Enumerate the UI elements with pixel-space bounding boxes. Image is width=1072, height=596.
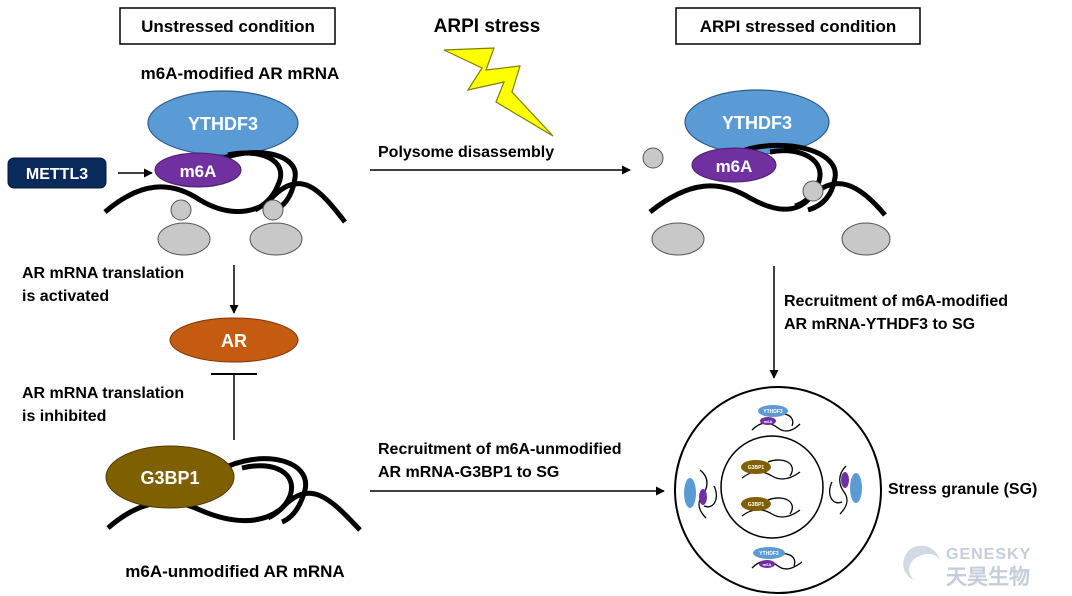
m6a-modification — [691, 147, 777, 183]
m6a-modification — [841, 472, 849, 488]
ribosome-large-subunit — [249, 222, 303, 256]
watermark-brand-en: GENESKY — [946, 546, 1031, 563]
mettl3-box: METTL3 — [7, 157, 107, 189]
ythdf3-protein — [684, 478, 696, 508]
mini-g3bp1-complex-upper: G3BP1 — [741, 459, 801, 480]
mini-ythdf3-complex-top: YTHDF3 m6A — [751, 405, 801, 432]
translation-inhibited-line2: is inhibited — [22, 408, 106, 425]
ythdf3-protein — [147, 90, 299, 156]
translation-inhibition-bar — [211, 373, 257, 440]
genesky-watermark: GENESKY 天昊生物 — [903, 545, 1031, 589]
g3bp1-label: G3BP1 — [748, 465, 765, 471]
watermark-brand-cn: 天昊生物 — [946, 565, 1030, 589]
ythdf3-protein — [753, 547, 785, 559]
genesky-logo-icon — [903, 545, 940, 580]
mrna-strand — [103, 181, 347, 224]
ythdf3-label: YTHDF3 — [722, 113, 792, 133]
ythdf3-protein — [758, 405, 788, 417]
mini-g3bp1-complex-lower: G3BP1 — [741, 497, 801, 518]
stressed-condition-header: ARPI stressed condition — [675, 7, 921, 45]
mettl3-label: METTL3 — [26, 166, 88, 183]
translation-activated-line2: is activated — [22, 288, 109, 305]
g3bp1-protein — [741, 497, 771, 511]
m6a-label: m6A — [764, 419, 773, 424]
recruit-unmodified-label-line1: Recruitment of m6A-unmodified — [378, 441, 622, 458]
ar-label: AR — [221, 331, 247, 351]
m6a-label: m6A — [716, 157, 753, 176]
mini-ythdf3-complex-left — [684, 469, 718, 519]
unmodified-mrna-complex: G3BP1 — [105, 445, 362, 532]
recruit-unmodified-label-line2: AR mRNA-G3BP1 to SG — [378, 464, 559, 481]
mrna-loop — [218, 456, 309, 525]
ribosome-small-subunit — [262, 199, 284, 221]
m6a-label: m6A — [180, 162, 217, 181]
g3bp1-protein — [105, 445, 235, 509]
stressed-condition-label: ARPI stressed condition — [700, 17, 896, 36]
ythdf3-protein — [850, 473, 862, 503]
recruit-modified-label-line2: AR mRNA-YTHDF3 to SG — [784, 316, 975, 333]
modified-mrna-complex-stressed: YTHDF3 m6A — [642, 89, 891, 256]
m6a-modification — [154, 152, 242, 188]
translation-inhibited-line1: AR mRNA translation — [22, 385, 184, 402]
g3bp1-label: G3BP1 — [140, 468, 199, 488]
ythdf3-label: YTHDF3 — [759, 551, 779, 557]
m6a-unmodified-mrna-label: m6A-unmodified AR mRNA — [125, 562, 344, 581]
m6a-modification — [699, 489, 707, 505]
ribosome-large-subunit — [157, 222, 211, 256]
unstressed-condition-header: Unstressed condition — [119, 7, 336, 45]
mrna-strand — [648, 181, 887, 217]
mini-ythdf3-complex-right — [828, 465, 862, 515]
ribosome-small-subunit — [170, 199, 192, 221]
g3bp1-label: G3BP1 — [748, 502, 765, 508]
recruit-modified-label-line1: Recruitment of m6A-modified — [784, 293, 1008, 310]
polysome-disassembly-label: Polysome disassembly — [378, 144, 554, 161]
arpi-stress-label: ARPI stress — [434, 16, 541, 37]
ythdf3-label: YTHDF3 — [763, 409, 783, 415]
unstressed-condition-label: Unstressed condition — [141, 17, 315, 36]
mini-ythdf3-complex-bottom: YTHDF3 m6A — [751, 547, 803, 570]
m6a-label: m6A — [763, 562, 772, 567]
ribosome-large-subunit — [841, 222, 891, 256]
g3bp1-protein — [741, 460, 771, 474]
ribosome-large-subunit — [651, 222, 705, 256]
lightning-bolt-icon — [443, 47, 554, 137]
stress-granule-core — [720, 435, 824, 539]
translation-activated-line1: AR mRNA translation — [22, 265, 184, 282]
m6a-modification — [759, 560, 775, 568]
ythdf3-label: YTHDF3 — [188, 114, 258, 134]
ar-protein: AR — [169, 317, 299, 363]
m6a-modification — [760, 417, 776, 425]
stress-granule: YTHDF3 m6A YTHDF3 m6A G3BP1 — [674, 386, 882, 594]
modified-mrna-complex-unstressed: YTHDF3 m6A — [103, 90, 347, 256]
ribosome-small-subunit — [642, 147, 664, 169]
ribosome-small-subunit — [802, 180, 824, 202]
stress-granule-label: Stress granule (SG) — [888, 481, 1037, 498]
m6a-modified-mrna-label: m6A-modified AR mRNA — [141, 64, 340, 83]
